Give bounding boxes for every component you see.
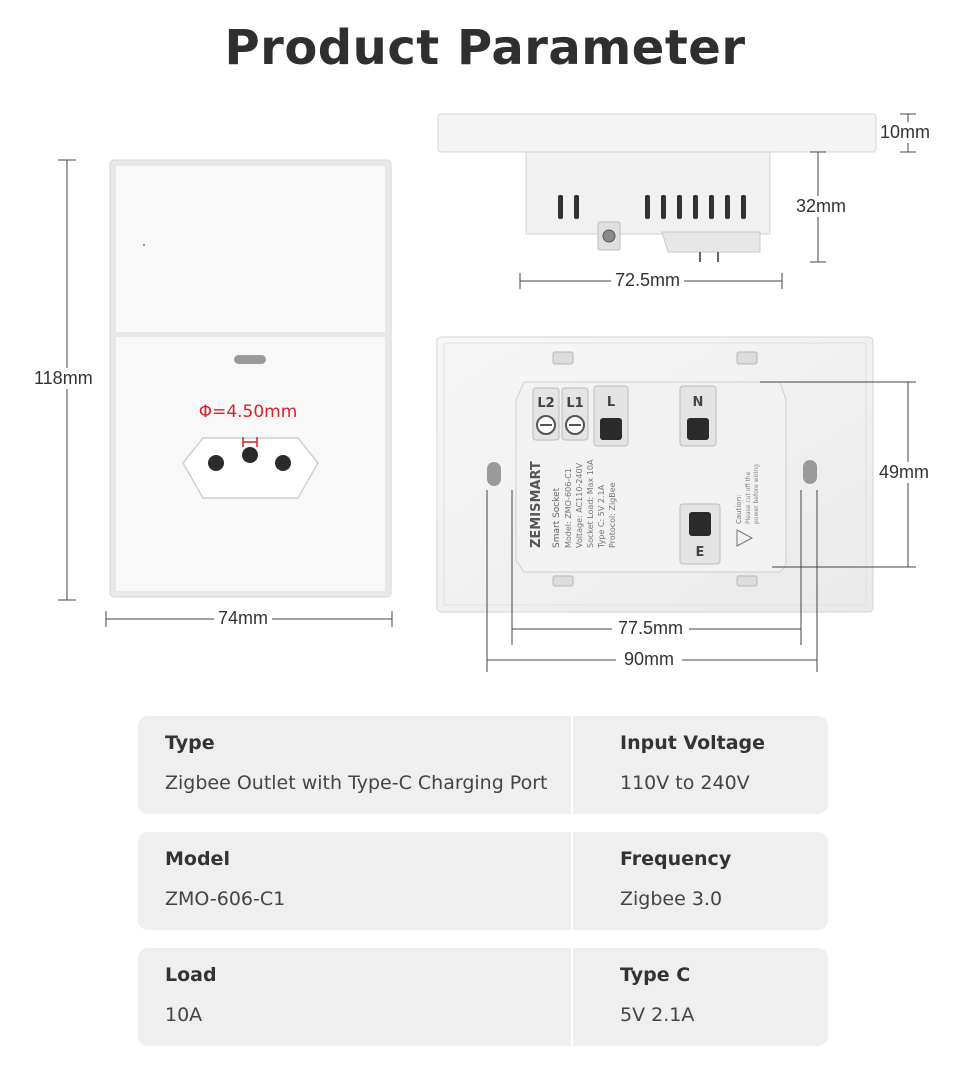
svg-text:power before wiring: power before wiring (753, 464, 760, 524)
product-diagram: Φ=4.50mm (58, 113, 916, 672)
dim-back-outer-width: 90mm (616, 649, 683, 670)
svg-text:L1: L1 (566, 396, 583, 411)
dim-side-thickness: 10mm (878, 122, 933, 143)
spec-divider (571, 832, 573, 930)
dim-side-depth: 32mm (794, 196, 849, 217)
page-title: Product Parameter (224, 20, 746, 76)
svg-text:L2: L2 (537, 396, 554, 411)
back-view: L2 L1 L N E ZEMISMART Smart Socket Model (436, 336, 916, 672)
spec-label: Input Voltage (620, 732, 766, 754)
dim-side-width: 72.5mm (611, 270, 685, 291)
dim-front-height: 118mm (32, 368, 95, 389)
svg-text:Model: ZMO-606-C1: Model: ZMO-606-C1 (564, 468, 573, 548)
dim-front-width: 74mm (214, 608, 273, 629)
spec-row-type: Type Zigbee Outlet with Type-C Charging … (138, 716, 828, 814)
spec-value: 5V 2.1A (620, 1004, 695, 1026)
terminal-n: N (679, 385, 717, 447)
type-c-port-icon (234, 355, 266, 364)
back-label-text: ZEMISMART Smart Socket Model: ZMO-606-C1… (529, 459, 617, 549)
outlet-face (182, 437, 319, 499)
spec-label: Model (165, 848, 230, 870)
svg-text:E: E (696, 545, 705, 560)
svg-text:Caution:: Caution: (735, 495, 743, 524)
svg-text:ZEMISMART: ZEMISMART (529, 461, 544, 548)
dim-back-inner-width: 77.5mm (612, 618, 690, 639)
terminal-l: L (593, 385, 629, 447)
svg-text:L: L (607, 395, 615, 410)
spec-divider (571, 716, 573, 814)
terminal-l2: L2 (532, 387, 560, 441)
spec-value: Zigbee Outlet with Type-C Charging Port (165, 772, 548, 794)
spec-row-model: Model ZMO-606-C1 Frequency Zigbee 3.0 (138, 832, 828, 930)
spec-value: 10A (165, 1004, 203, 1026)
spec-label: Type C (620, 964, 691, 986)
svg-text:Please cut off the: Please cut off the (745, 471, 752, 524)
svg-text:N: N (693, 395, 704, 410)
spec-value: 110V to 240V (620, 772, 750, 794)
dim-back-height: 49mm (877, 462, 932, 483)
spec-label: Load (165, 964, 217, 986)
spec-divider (571, 948, 573, 1046)
spec-label: Type (165, 732, 215, 754)
svg-text:Smart Socket: Smart Socket (552, 487, 562, 548)
svg-text:Protocol: ZigBee: Protocol: ZigBee (608, 482, 617, 548)
spec-row-load: Load 10A Type C 5V 2.1A (138, 948, 828, 1046)
terminal-l1: L1 (561, 387, 589, 441)
spec-value: Zigbee 3.0 (620, 888, 723, 910)
spec-label: Frequency (620, 848, 732, 870)
svg-text:Type C: 5V 2.1A: Type C: 5V 2.1A (597, 484, 606, 549)
side-view (437, 113, 916, 289)
svg-text:Voltage: AC110-240V: Voltage: AC110-240V (575, 462, 584, 548)
spec-value: ZMO-606-C1 (165, 888, 286, 910)
warning-icon (736, 529, 754, 547)
front-view: Φ=4.50mm (58, 159, 393, 627)
caution-text: Caution: Please cut off the power before… (735, 464, 760, 524)
diameter-label: Φ=4.50mm (199, 402, 298, 422)
svg-text:Socket Load: Max 10A: Socket Load: Max 10A (586, 459, 595, 548)
terminal-e: E (679, 503, 721, 565)
